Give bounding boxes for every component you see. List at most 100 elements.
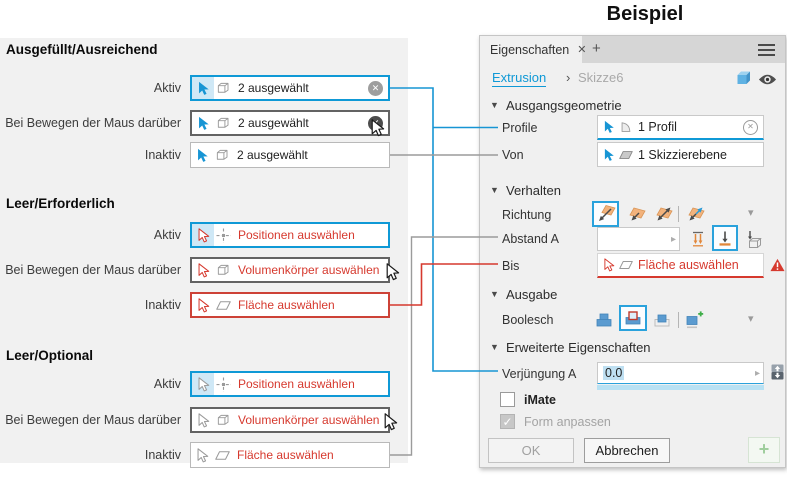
taper-input[interactable]: 0.0 ▸ — [597, 362, 764, 384]
boolean-join-button[interactable] — [592, 307, 616, 333]
direction-label: Richtung — [502, 208, 552, 222]
selection-count: 2 ausgewählt — [237, 148, 308, 162]
extent-to-body-button[interactable] — [742, 226, 764, 252]
divider — [678, 206, 679, 222]
state-row-filled-active: Aktiv 2 ausgewählt ✕ — [0, 75, 390, 101]
expander-icon[interactable]: ▸ — [754, 367, 760, 379]
face-icon — [213, 448, 232, 463]
visibility-eye-icon[interactable] — [758, 73, 777, 86]
solid-icon — [214, 81, 233, 96]
direction-symmetric-button[interactable] — [650, 201, 677, 227]
selection-cursor-icon — [192, 259, 214, 281]
clear-icon[interactable]: ✕ — [743, 119, 758, 135]
boolean-intersect-button[interactable] — [650, 307, 674, 333]
solid-icon — [214, 413, 233, 428]
selection-cursor-icon — [603, 120, 615, 134]
section-title: Ausgabe — [506, 287, 558, 302]
state-label: Inaktiv — [144, 148, 181, 162]
direction-default-button[interactable] — [592, 201, 619, 227]
state-label: Bei Bewegen der Maus darüber — [5, 413, 181, 427]
collapse-triangle-icon: ▼ — [490, 100, 499, 110]
extent-to-face-button[interactable] — [712, 225, 738, 251]
expander-icon[interactable]: ▸ — [670, 233, 676, 245]
tab-eigenschaften[interactable]: Eigenschaften ✕ — [480, 36, 586, 63]
direction-flipped-icon — [628, 207, 646, 221]
mouse-cursor-icon — [371, 119, 386, 137]
to-field[interactable]: Fläche auswählen — [597, 253, 764, 278]
direction-flipped-button[interactable] — [623, 201, 650, 227]
state-row-filled-inactive: Inaktiv 2 ausgewählt — [0, 142, 390, 168]
direction-asymmetric-button[interactable] — [682, 201, 709, 227]
taper-slider-bar[interactable] — [597, 385, 764, 390]
section-header-source[interactable]: ▼ Ausgangsgeometrie — [480, 96, 785, 116]
selector-prompt: Volumenkörper auswählen — [238, 413, 380, 427]
selection-cursor-icon — [192, 77, 214, 99]
positions-icon — [214, 377, 233, 392]
state-row-optional-active: Aktiv Positionen auswählen — [0, 371, 390, 397]
positions-icon — [214, 228, 233, 243]
properties-panel: Eigenschaften ✕ + Extrusion › Skizze6 ▼ … — [479, 35, 786, 468]
breadcrumb-feature-link[interactable]: Extrusion — [492, 70, 547, 87]
selector-box-optional-inactive: Fläche auswählen — [190, 442, 390, 468]
extent-to-body-icon — [747, 230, 762, 248]
selector-box-required-hover: Volumenkörper auswählen — [190, 257, 390, 283]
state-label: Aktiv — [153, 377, 181, 391]
section-title: Verhalten — [506, 183, 561, 198]
selector-box-filled-hover: 2 ausgewählt ✕ — [190, 110, 390, 136]
ok-button[interactable]: OK — [488, 438, 574, 463]
profile-icon — [619, 120, 633, 134]
state-row-required-hover: Bei Bewegen der Maus darüber Volumenkörp… — [0, 257, 390, 283]
solid-icon — [213, 148, 232, 163]
close-tab-icon[interactable]: ✕ — [577, 44, 587, 56]
section-heading-filled: Ausgefüllt/Ausreichend — [6, 42, 158, 57]
state-row-required-inactive: Inaktiv Fläche auswählen — [0, 292, 390, 318]
solid-icon — [214, 263, 233, 278]
chevron-right-icon: › — [566, 70, 571, 85]
selector-prompt: Volumenkörper auswählen — [238, 263, 380, 277]
section-header-output[interactable]: ▼ Ausgabe — [480, 285, 785, 305]
distance-input[interactable]: ▸ — [597, 227, 680, 251]
selector-prompt: Positionen auswählen — [238, 228, 355, 242]
profile-field[interactable]: 1 Profil ✕ — [597, 115, 764, 140]
section-header-behavior[interactable]: ▼ Verhalten — [480, 181, 785, 201]
from-field[interactable]: 1 Skizzierebene — [597, 142, 764, 167]
menu-icon[interactable] — [758, 44, 775, 56]
selection-cursor-icon — [191, 443, 213, 467]
selection-cursor-icon — [192, 294, 214, 316]
state-row-optional-inactive: Inaktiv Fläche auswählen — [0, 442, 390, 468]
add-plus-button[interactable]: + — [748, 437, 780, 463]
direction-default-icon — [598, 205, 616, 221]
collapse-triangle-icon: ▼ — [490, 289, 499, 299]
boolean-intersect-icon — [654, 314, 670, 327]
state-row-filled-hover: Bei Bewegen der Maus darüber 2 ausgewähl… — [0, 110, 390, 136]
selection-cursor-icon — [192, 373, 214, 395]
warning-icon — [770, 258, 785, 272]
solid-body-icon[interactable] — [736, 70, 752, 86]
section-heading-required: Leer/Erforderlich — [6, 196, 115, 211]
caret-down-icon[interactable]: ▾ — [748, 207, 754, 219]
tab-title: Eigenschaften — [490, 42, 570, 57]
extent-to-next-button[interactable] — [687, 226, 709, 252]
distance-label: Abstand A — [502, 232, 559, 246]
state-row-optional-hover: Bei Bewegen der Maus darüber Volumenkörp… — [0, 407, 390, 433]
state-label: Inaktiv — [144, 448, 181, 462]
selector-box-optional-hover: Volumenkörper auswählen — [190, 407, 390, 433]
tab-strip: Eigenschaften ✕ + — [480, 36, 785, 63]
breadcrumb-sketch[interactable]: Skizze6 — [578, 70, 624, 85]
add-tab-icon[interactable]: + — [592, 40, 601, 57]
match-shape-label: Form anpassen — [524, 415, 611, 429]
imate-checkbox[interactable] — [500, 392, 515, 407]
states-illustration-background — [0, 38, 408, 463]
face-icon — [619, 258, 633, 272]
imate-label: iMate — [524, 393, 556, 407]
caret-down-icon[interactable]: ▾ — [748, 313, 754, 325]
selector-prompt: Positionen auswählen — [238, 377, 355, 391]
boolean-join-icon — [596, 313, 612, 327]
section-header-advanced[interactable]: ▼ Erweiterte Eigenschaften — [480, 338, 785, 358]
extent-to-face-icon — [719, 231, 731, 246]
flip-direction-icon[interactable] — [771, 364, 784, 380]
boolean-new-solid-button[interactable] — [682, 307, 706, 333]
cancel-button[interactable]: Abbrechen — [584, 438, 670, 463]
boolean-cut-button[interactable] — [619, 305, 647, 331]
